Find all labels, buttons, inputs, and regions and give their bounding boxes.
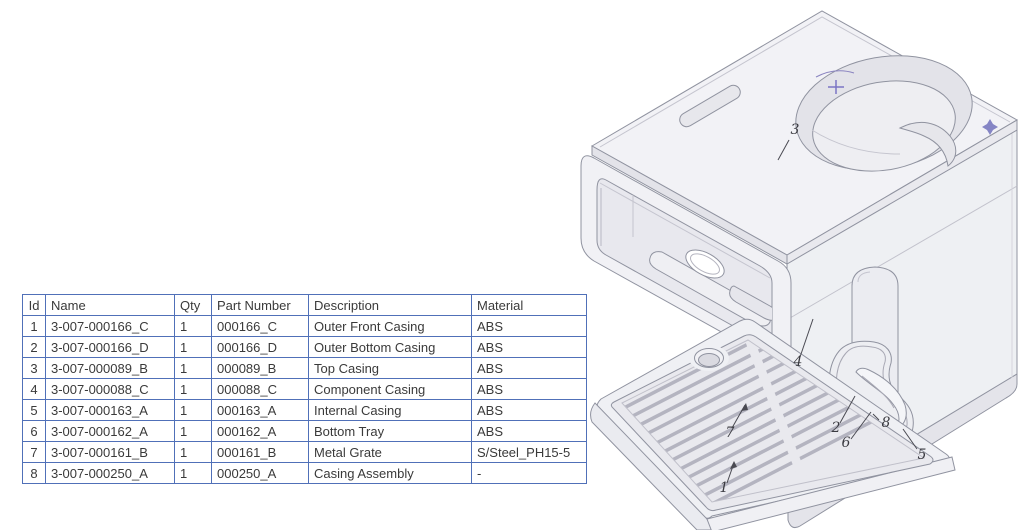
table-cell: 1 bbox=[174, 462, 212, 484]
table-cell: Outer Bottom Casing bbox=[308, 336, 472, 358]
table-cell: 7 bbox=[22, 441, 46, 463]
table-cell: 3-007-000162_A bbox=[45, 420, 175, 442]
callout-label-4: 4 bbox=[793, 354, 803, 370]
callout-label-1: 1 bbox=[720, 480, 729, 496]
table-cell: 1 bbox=[174, 420, 212, 442]
table-cell: 4 bbox=[22, 378, 46, 400]
table-cell: ABS bbox=[471, 420, 587, 442]
table-cell: Bottom Tray bbox=[308, 420, 472, 442]
table-cell: 000163_A bbox=[211, 399, 309, 421]
table-cell: 1 bbox=[22, 315, 46, 337]
front-casing-frame bbox=[580, 155, 792, 367]
brew-group bbox=[649, 249, 772, 327]
hole-vane bbox=[898, 121, 957, 167]
table-header-cell: Qty bbox=[174, 294, 212, 316]
table-cell: 000250_A bbox=[211, 462, 309, 484]
table-cell: 3-007-000163_A bbox=[45, 399, 175, 421]
table-cell: 1 bbox=[174, 441, 212, 463]
table-cell: ABS bbox=[471, 357, 587, 379]
table-cell: Outer Front Casing bbox=[308, 315, 472, 337]
table-cell: ABS bbox=[471, 336, 587, 358]
table-cell: 000166_C bbox=[211, 315, 309, 337]
table-header-cell: Name bbox=[45, 294, 175, 316]
callout-label-7: 7 bbox=[726, 425, 735, 441]
table-cell: 3-007-000088_C bbox=[45, 378, 175, 400]
table-cell: ABS bbox=[471, 399, 587, 421]
top-casing bbox=[590, 10, 1019, 265]
table-cell: 1 bbox=[174, 315, 212, 337]
table-cell: 000089_B bbox=[211, 357, 309, 379]
center-plus-marker bbox=[815, 70, 855, 94]
callout-leaders bbox=[726, 139, 918, 484]
datum-star-marker bbox=[982, 119, 998, 135]
table-header-cell: Id bbox=[22, 294, 46, 316]
table-cell: 000162_A bbox=[211, 420, 309, 442]
table-cell: 3-007-000161_B bbox=[45, 441, 175, 463]
callout-label-5: 5 bbox=[918, 447, 927, 463]
table-header-cell: Material bbox=[471, 294, 587, 316]
callout-label-3: 3 bbox=[791, 122, 800, 138]
table-cell: 3 bbox=[22, 357, 46, 379]
table-cell: 1 bbox=[174, 336, 212, 358]
table-cell: 000166_D bbox=[211, 336, 309, 358]
table-cell: - bbox=[471, 462, 587, 484]
top-hole bbox=[795, 55, 973, 172]
table-cell: 2 bbox=[22, 336, 46, 358]
table-cell: 1 bbox=[174, 357, 212, 379]
table-cell: 8 bbox=[22, 462, 46, 484]
deck-hole bbox=[689, 345, 729, 371]
table-cell: 1 bbox=[174, 378, 212, 400]
table-cell: 3-007-000166_D bbox=[45, 336, 175, 358]
table-cell: 3-007-000089_B bbox=[45, 357, 175, 379]
table-cell: Internal Casing bbox=[308, 399, 472, 421]
table-cell: 1 bbox=[174, 399, 212, 421]
callout-label-8: 8 bbox=[882, 415, 891, 431]
table-cell: 3-007-000250_A bbox=[45, 462, 175, 484]
callout-label-6: 6 bbox=[842, 435, 851, 451]
table-header-cell: Part Number bbox=[211, 294, 309, 316]
table-cell: 5 bbox=[22, 399, 46, 421]
callout-label-2: 2 bbox=[831, 420, 841, 436]
table-cell: 000161_B bbox=[211, 441, 309, 463]
table-cell: Metal Grate bbox=[308, 441, 472, 463]
table-header-cell: Description bbox=[308, 294, 472, 316]
table-cell: 000088_C bbox=[211, 378, 309, 400]
table-cell: S/Steel_PH15-5 bbox=[471, 441, 587, 463]
table-cell: Component Casing bbox=[308, 378, 472, 400]
drip-tray bbox=[590, 318, 956, 530]
table-cell: Top Casing bbox=[308, 357, 472, 379]
table-cell: ABS bbox=[471, 378, 587, 400]
table-cell: 6 bbox=[22, 420, 46, 442]
table-cell: Casing Assembly bbox=[308, 462, 472, 484]
table-cell: 3-007-000166_C bbox=[45, 315, 175, 337]
top-slot-recess bbox=[679, 84, 741, 128]
table-cell: ABS bbox=[471, 315, 587, 337]
